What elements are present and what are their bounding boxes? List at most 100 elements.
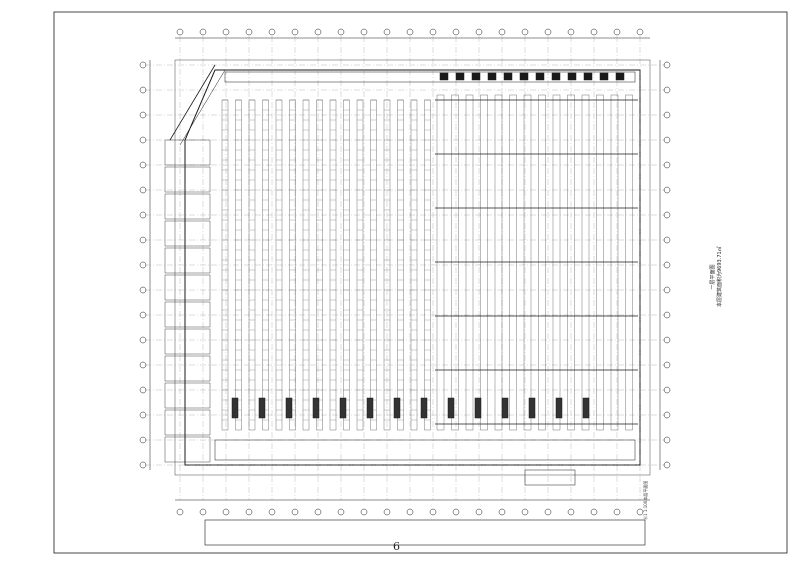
axis-bubble-top — [521, 28, 529, 36]
rack-end-equipment — [366, 397, 374, 419]
axis-bubble-top — [314, 28, 322, 36]
conveyor-block — [535, 72, 545, 81]
axis-bubble-right — [663, 311, 671, 319]
axis-bubble-top — [406, 28, 414, 36]
rack-end-equipment — [528, 397, 536, 419]
axis-bubble-bottom — [429, 508, 437, 516]
axis-bubble-bottom — [406, 508, 414, 516]
axis-bubble-right — [663, 86, 671, 94]
top-conveyor — [224, 71, 636, 83]
rack-end-equipment — [312, 397, 320, 419]
axis-bubble-top — [429, 28, 437, 36]
axis-bubble-left — [139, 311, 147, 319]
axis-bubble-bottom — [291, 508, 299, 516]
axis-bubble-top — [383, 28, 391, 36]
axis-bubble-right — [663, 336, 671, 344]
pallet-rack — [596, 94, 604, 431]
axis-bubble-top — [613, 28, 621, 36]
axis-bubble-left — [139, 361, 147, 369]
conveyor-block — [519, 72, 529, 81]
bottom-corridor — [214, 439, 636, 461]
axis-bubble-left — [139, 86, 147, 94]
pallet-rack — [625, 94, 633, 431]
rack-end-equipment — [285, 397, 293, 419]
axis-bubble-bottom — [176, 508, 184, 516]
axis-bubble-bottom — [613, 508, 621, 516]
conveyor-block — [567, 72, 577, 81]
axis-bubble-left — [139, 161, 147, 169]
axis-bubble-left — [139, 336, 147, 344]
rack-end-equipment — [420, 397, 428, 419]
sheet-frame — [53, 11, 788, 554]
sheet-number: 6 — [393, 540, 400, 553]
building-outline — [184, 69, 641, 466]
conveyor-block — [551, 72, 561, 81]
axis-bubble-top — [268, 28, 276, 36]
axis-bubble-top — [544, 28, 552, 36]
conveyor-block — [583, 72, 593, 81]
drawing-title: 一层平面图 — [710, 264, 716, 290]
outer-dimension-frame — [174, 59, 651, 476]
axis-bubble-right — [663, 436, 671, 444]
axis-bubble-bottom — [475, 508, 483, 516]
axis-bubble-right — [663, 286, 671, 294]
loading-dock — [524, 469, 576, 486]
axis-bubble-right — [663, 186, 671, 194]
axis-bubble-right — [663, 261, 671, 269]
side-room — [164, 139, 211, 166]
pallet-rack — [610, 94, 619, 431]
rack-end-equipment — [474, 397, 482, 419]
side-room — [164, 436, 211, 463]
axis-bubble-left — [139, 386, 147, 394]
side-room — [164, 166, 211, 193]
diagonal-wall — [169, 64, 216, 141]
floor-area-note: 本层建筑面积为9693.71㎡ — [717, 246, 723, 307]
axis-bubble-top — [636, 28, 644, 36]
rack-end-equipment — [447, 397, 455, 419]
axis-bubble-bottom — [590, 508, 598, 516]
axis-bubble-left — [139, 236, 147, 244]
axis-bubble-right — [663, 111, 671, 119]
axis-bubble-bottom — [521, 508, 529, 516]
side-room — [164, 382, 211, 409]
axis-bubble-bottom — [199, 508, 207, 516]
pallet-rack — [552, 94, 561, 431]
drawing-title-block: 一层平面图 本层建筑面积为9693.71㎡ — [710, 246, 724, 307]
axis-bubble-bottom — [314, 508, 322, 516]
axis-bubble-top — [475, 28, 483, 36]
axis-bubble-left — [139, 411, 147, 419]
axis-bubble-top — [245, 28, 253, 36]
bottom-title-strip — [204, 519, 646, 546]
axis-bubble-bottom — [498, 508, 506, 516]
axis-bubble-right — [663, 136, 671, 144]
conveyor-block — [615, 72, 625, 81]
pallet-rack — [509, 94, 517, 431]
axis-bubble-top — [590, 28, 598, 36]
axis-bubble-top — [199, 28, 207, 36]
axis-bubble-top — [498, 28, 506, 36]
axis-bubble-bottom — [452, 508, 460, 516]
axis-bubble-left — [139, 286, 147, 294]
rack-end-equipment — [501, 397, 509, 419]
axis-bubble-left — [139, 261, 147, 269]
axis-bubble-left — [139, 61, 147, 69]
axis-bubble-right — [663, 411, 671, 419]
side-room — [164, 409, 211, 436]
axis-bubble-bottom — [383, 508, 391, 516]
axis-bubble-left — [139, 111, 147, 119]
conveyor-block — [503, 72, 513, 81]
pallet-rack — [567, 94, 575, 431]
axis-bubble-top — [222, 28, 230, 36]
scale-note: Ⓐ1 1:100本层平面图 — [643, 480, 648, 520]
axis-bubble-bottom — [544, 508, 552, 516]
side-room — [164, 274, 211, 301]
diagonal-wall-inner — [179, 69, 226, 146]
axis-bubble-right — [663, 386, 671, 394]
axis-bubble-bottom — [337, 508, 345, 516]
pallet-rack — [523, 94, 532, 431]
conveyor-block — [487, 72, 497, 81]
pallet-rack — [494, 94, 503, 431]
pallet-rack — [451, 94, 459, 431]
axis-bubble-left — [139, 436, 147, 444]
